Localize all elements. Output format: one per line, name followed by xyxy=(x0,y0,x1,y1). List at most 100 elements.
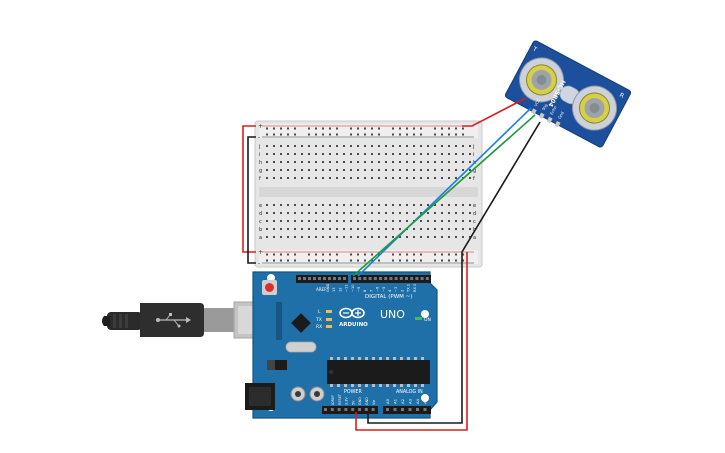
row-letter: a xyxy=(259,235,262,241)
row-letter: d xyxy=(259,211,262,217)
row-letter: h xyxy=(259,160,262,166)
digital-header xyxy=(296,275,431,283)
power-pin-label: 3.3V xyxy=(345,397,349,405)
sensor-pin-label: Echo xyxy=(549,104,558,115)
sensor-pin-label: Gnd xyxy=(557,110,565,120)
sensor-pin-label: VCC xyxy=(533,97,541,107)
digital-pin-label: ~6 xyxy=(376,286,380,292)
led-tx-label: TX xyxy=(315,317,322,323)
digital-pin-label: 13 xyxy=(332,287,336,292)
sensor-pin[interactable] xyxy=(538,112,545,119)
digital-pin-label: 8 xyxy=(363,289,367,292)
digital-pin-label: ~9 xyxy=(357,286,361,292)
power-pin-label: 5V xyxy=(351,400,355,405)
wire-red-5v[interactable] xyxy=(355,252,468,431)
led-tx: TX xyxy=(315,317,332,323)
breadboard-holes xyxy=(266,127,471,262)
row-letter: c xyxy=(259,219,262,225)
row-letter: c xyxy=(473,219,476,225)
power-pin-label: GND xyxy=(365,397,369,405)
analog-pin-label: A5 xyxy=(423,398,428,404)
row-letter: e xyxy=(259,203,262,209)
led-rx: RX xyxy=(316,324,332,330)
usb-plug-icon xyxy=(156,313,191,328)
digital-pin-label: TX 1 xyxy=(407,284,411,293)
digital-pin-label: ~5 xyxy=(382,287,386,292)
row-letter: j xyxy=(258,144,260,150)
rail-plus-label-bottom: + xyxy=(258,249,263,256)
row-letter: f xyxy=(259,176,261,182)
aref-label: AREF xyxy=(316,287,327,292)
sensor-pin[interactable] xyxy=(530,108,537,115)
digital-pin-label: GND xyxy=(326,284,330,292)
analog-pin-label: A3 xyxy=(408,398,413,404)
wire-red-breadboard-rail[interactable] xyxy=(242,125,256,253)
wire-black-gnd[interactable] xyxy=(367,121,541,424)
wire-black-breadboard-rail[interactable] xyxy=(247,136,256,264)
row-letter: g xyxy=(259,168,262,174)
analog-pin-label: A1 xyxy=(393,398,398,404)
reset-button-icon[interactable] xyxy=(262,280,277,295)
digital-pin-label: ~10 xyxy=(351,284,355,292)
power-pin-label: Vin xyxy=(372,400,376,405)
transmitter-icon xyxy=(519,57,565,103)
rail-minus-label-bottom: - xyxy=(258,260,260,267)
row-letter: f xyxy=(473,176,475,182)
digital-header-label: DIGITAL (PWM ~) xyxy=(365,294,412,300)
digital-pin-label: RX 0 xyxy=(413,283,417,292)
analog-header xyxy=(383,406,431,414)
row-letter: a xyxy=(473,235,476,241)
led-rx-label: RX xyxy=(316,324,322,330)
atmega-chip xyxy=(327,357,430,387)
digital-pin-label: ~11 xyxy=(345,284,349,292)
digital-pin-label: 7 xyxy=(369,290,373,292)
power-pin-label: GND xyxy=(358,397,362,405)
digital-pin-label: 12 xyxy=(338,287,342,292)
digital-pin-label: 2 xyxy=(400,290,404,292)
led-l-label: L xyxy=(318,309,321,315)
row-letter: i xyxy=(473,152,474,158)
receiver-icon xyxy=(571,85,617,131)
wires xyxy=(242,97,541,431)
sensor-r-label: R xyxy=(618,92,625,100)
rail-plus-label-top: + xyxy=(258,123,263,130)
wire-blue-trig[interactable] xyxy=(357,107,532,277)
power-header xyxy=(322,406,378,414)
wire-red-vcc[interactable] xyxy=(462,97,527,127)
row-letter: j xyxy=(472,144,474,150)
row-letter: i xyxy=(259,152,260,158)
row-letter: b xyxy=(259,227,262,233)
infinity-logo-icon xyxy=(339,307,365,319)
analog-header-label: ANALOG IN xyxy=(396,389,423,395)
analog-pin-label: A2 xyxy=(400,398,405,404)
led-on-label: ON xyxy=(424,317,431,323)
rail-minus-label-top: - xyxy=(258,134,260,141)
row-letter: d xyxy=(473,211,476,217)
power-pin-label: RESET xyxy=(338,393,342,405)
sensor-pin-label: Trig xyxy=(540,102,548,112)
sensor-pin[interactable] xyxy=(546,116,553,124)
led-on: ON xyxy=(415,317,431,323)
brand-label: ARDUINO xyxy=(339,322,368,328)
wire-green-echo[interactable] xyxy=(352,114,536,277)
row-letter: g xyxy=(473,168,476,174)
digital-pin-label: ~3 xyxy=(394,287,398,292)
digital-pin-label: 4 xyxy=(388,289,392,292)
sensor-pin[interactable] xyxy=(554,121,561,128)
model-label: UNO xyxy=(380,308,405,321)
led-l: L xyxy=(318,309,332,315)
row-letter: e xyxy=(473,203,476,209)
analog-pin-label: A4 xyxy=(415,398,420,404)
power-pin-label: IOREF xyxy=(331,395,335,405)
power-header-label: POWER xyxy=(344,389,362,395)
sensor-t-label: T xyxy=(531,45,539,54)
